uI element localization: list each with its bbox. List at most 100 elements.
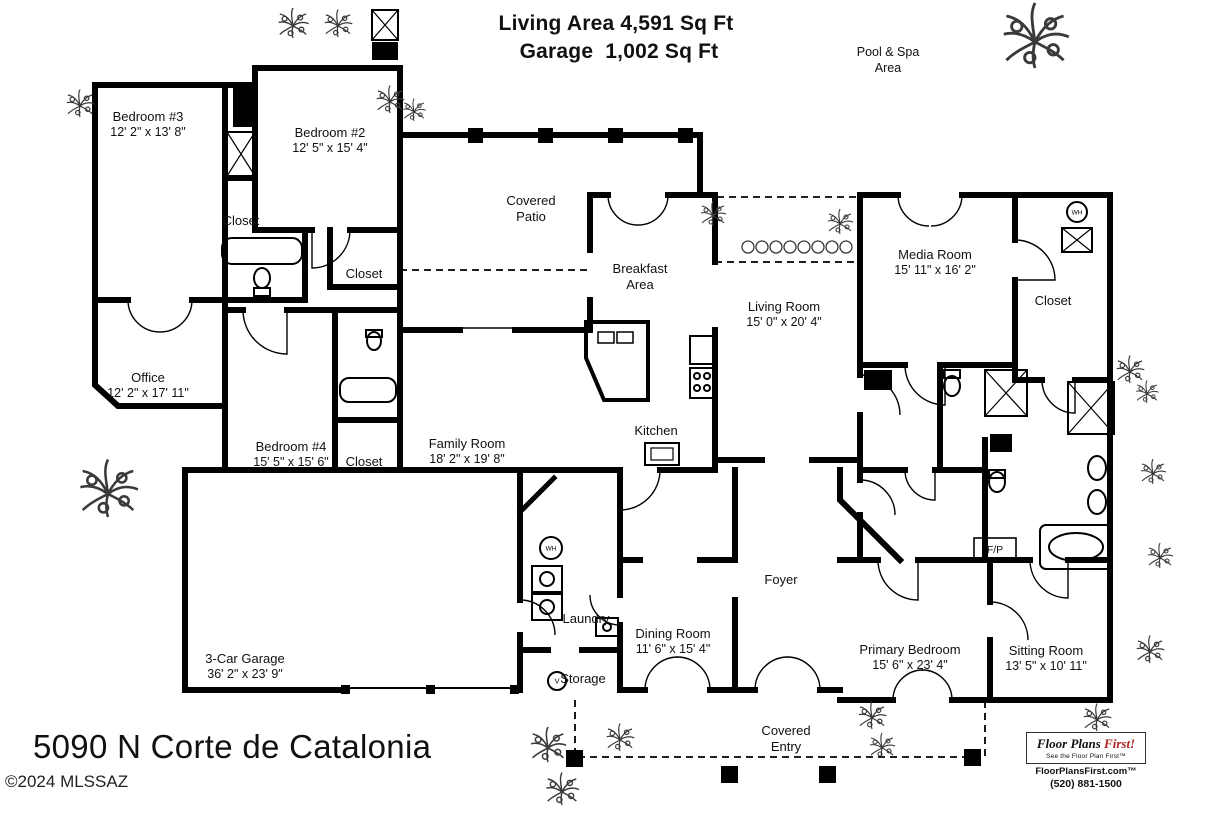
vanity-counter — [864, 370, 892, 390]
plant-icon — [1140, 458, 1167, 485]
plant-icon — [1083, 702, 1112, 732]
patio-column — [468, 128, 483, 143]
room-label-storage: Storage — [560, 670, 606, 686]
plant-icon — [545, 771, 580, 806]
plant-icon — [858, 700, 887, 730]
vent-icon — [547, 671, 567, 691]
garage-door-post — [426, 685, 435, 694]
water-heater-icon — [1066, 201, 1088, 223]
refrigerator-icon — [689, 335, 715, 365]
logo-tagline: See the Floor Plan First™ — [1046, 752, 1126, 760]
shower-icon — [984, 369, 1028, 417]
plant-icon — [1136, 634, 1165, 664]
branding-block: Floor Plans First! See the Floor Plan Fi… — [1026, 732, 1146, 790]
dishwasher-icon — [644, 442, 680, 466]
plant-icon — [324, 8, 353, 38]
bathtub-icon — [339, 377, 397, 403]
toilet-icon — [366, 331, 382, 351]
branding-website: FloorPlansFirst.com™ — [1035, 766, 1137, 778]
entry-column — [721, 766, 738, 783]
dashed-lines — [400, 196, 986, 758]
room-label-breakfast-area: Breakfast Area — [612, 260, 668, 292]
plant-icon — [66, 88, 95, 118]
sink-icon — [1087, 489, 1107, 515]
door-arcs — [127, 194, 1076, 701]
kitchen-island — [584, 320, 650, 402]
plant-icon — [402, 98, 427, 122]
room-label-kitchen: Kitchen — [634, 422, 678, 438]
room-label-covered-entry: Covered Entry — [761, 722, 811, 754]
entry-column — [819, 766, 836, 783]
pool-spa-label: Pool & Spa Area — [856, 45, 920, 76]
garage-door-post — [510, 685, 519, 694]
room-label-closet-4: Closet — [345, 453, 383, 469]
plant-icon — [277, 7, 310, 39]
fireplace-mass — [372, 42, 398, 60]
plant-icon — [530, 726, 567, 763]
vent-label: V — [554, 677, 559, 686]
address-title: 5090 N Corte de Catalonia — [33, 728, 432, 765]
palm-icon — [1002, 1, 1071, 70]
dryer-icon — [531, 593, 563, 621]
plant-icon — [1116, 354, 1145, 384]
room-label-laundry: Laundry — [562, 610, 610, 626]
logo-text: Floor Plans — [1036, 736, 1101, 751]
plant-icon — [869, 732, 896, 759]
entry-column — [964, 749, 981, 766]
chimney-icon — [371, 9, 399, 41]
solid-fixtures — [233, 42, 1012, 783]
shower-icon — [1067, 381, 1115, 435]
water-heater-label: WH — [1072, 210, 1083, 217]
room-label-closet-3: Closet — [1034, 292, 1072, 308]
fireplace-label: F/P — [986, 544, 1004, 556]
garage-door-post — [341, 685, 350, 694]
sink-icon — [616, 331, 634, 344]
sink-icon — [1087, 455, 1107, 481]
patio-column — [608, 128, 623, 143]
copyright-text: ©2024 MLSSAZ — [5, 772, 129, 791]
logo-suffix: First! — [1104, 736, 1136, 751]
room-label-foyer: Foyer — [764, 571, 798, 587]
vanity-counter — [990, 434, 1012, 452]
range-icon — [689, 367, 715, 399]
garden-tub-icon — [1039, 524, 1113, 570]
toilet-icon — [943, 375, 961, 397]
garage-area-label: Garage 1,002 Sq Ft — [519, 40, 719, 63]
toilet-icon — [988, 471, 1006, 493]
water-heater-icon — [539, 536, 563, 560]
palm-icon — [79, 458, 140, 519]
shrubs — [741, 240, 853, 254]
utility-sink-icon — [595, 617, 619, 637]
plant-icon — [1147, 542, 1174, 569]
toilet-icon — [253, 267, 271, 289]
branding-phone: (520) 881-1500 — [1050, 778, 1122, 791]
floor-plans-first-logo: Floor Plans First! See the Floor Plan Fi… — [1026, 732, 1146, 765]
patio-column — [678, 128, 693, 143]
fireplace-box — [973, 537, 1017, 563]
plant-icon — [827, 208, 854, 235]
living-area-label: Living Area 4,591 Sq Ft — [498, 12, 734, 35]
washer-icon — [531, 565, 563, 593]
sink-icon — [597, 331, 615, 344]
patio-column — [538, 128, 553, 143]
room-label-closet-2: Closet — [345, 265, 383, 281]
room-label-closet-1: Closet — [222, 212, 260, 228]
plant-icon — [606, 722, 635, 752]
water-heater-box — [1061, 227, 1093, 253]
entry-column — [566, 750, 583, 767]
plumbing-chase — [233, 87, 257, 127]
shower-icon — [226, 131, 256, 177]
bathtub-icon — [221, 237, 303, 265]
